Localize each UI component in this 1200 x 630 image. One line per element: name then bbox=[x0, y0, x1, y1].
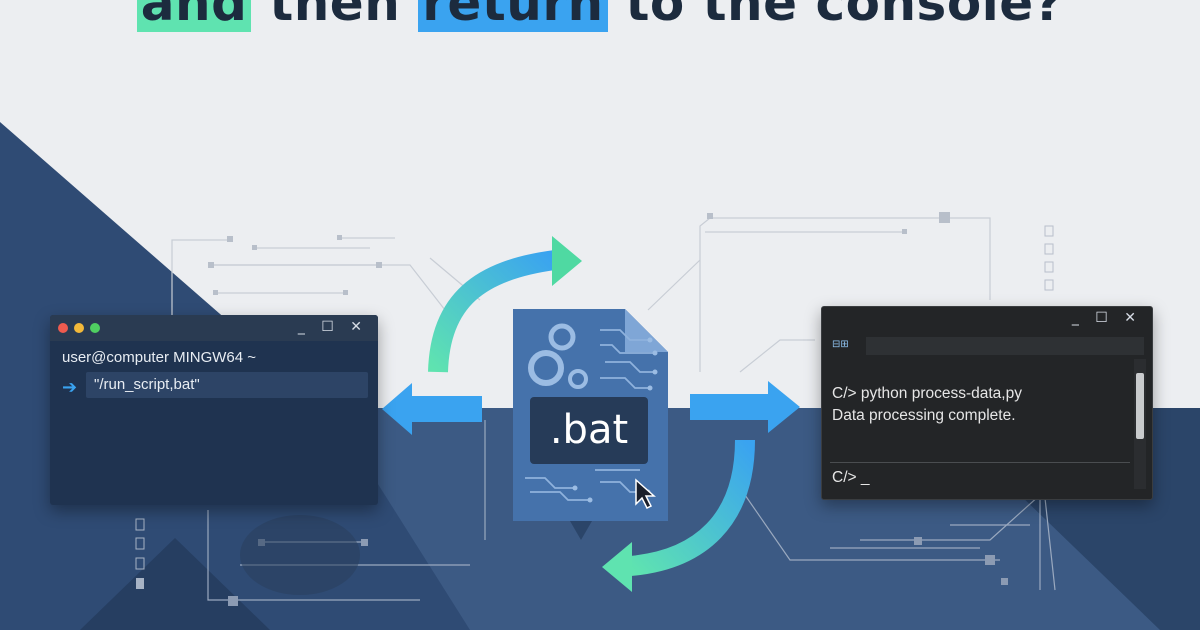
console-prompt[interactable]: C/> _ bbox=[832, 469, 870, 486]
circuit-nodes bbox=[208, 212, 1054, 295]
console-titlebar[interactable]: _ ☐ ✕ bbox=[822, 307, 1152, 331]
bg-blur bbox=[240, 515, 360, 595]
circuit-lines bbox=[171, 217, 991, 373]
mouse-cursor-icon bbox=[635, 478, 656, 510]
console-window[interactable]: _ ☐ ✕ ⊟⊞ C/> python process-data,py Data… bbox=[821, 306, 1153, 500]
console-output-line: Data processing complete. bbox=[832, 407, 1016, 424]
command-input[interactable]: "/run_script,bat" bbox=[86, 372, 368, 398]
console-address-field[interactable] bbox=[866, 337, 1144, 355]
console-divider bbox=[830, 462, 1130, 463]
curved-arrow-up-head bbox=[552, 236, 582, 286]
bat-file-label: .bat bbox=[530, 397, 648, 464]
arrow-right-icon-large bbox=[690, 381, 800, 433]
curved-arrow-down-head bbox=[602, 542, 632, 592]
circuit-nodes-bottom bbox=[135, 518, 1008, 606]
arrow-left-icon bbox=[382, 383, 482, 435]
headline-word-rest: to the console? bbox=[625, 0, 1064, 32]
arrow-right-icon: ➔ bbox=[62, 377, 78, 398]
console-tab-icon[interactable]: ⊟⊞ bbox=[832, 339, 849, 350]
bg-triangle-left bbox=[80, 538, 270, 630]
headline-word-and: and bbox=[136, 0, 252, 32]
command-text: "/run_script,bat" bbox=[94, 376, 200, 393]
git-bash-terminal-window[interactable]: _ ☐ ✕ user@computer MINGW64 ~ ➔ "/run_sc… bbox=[50, 315, 378, 505]
curved-arrow-up-body bbox=[428, 250, 557, 373]
headline-word-return: return bbox=[418, 0, 608, 32]
file-shadow bbox=[570, 521, 592, 540]
headline-word-then: then bbox=[269, 0, 401, 32]
close-dot-icon[interactable] bbox=[58, 323, 68, 333]
console-output-line: C/> python process-data,py bbox=[832, 385, 1022, 402]
minimize-dot-icon[interactable] bbox=[74, 323, 84, 333]
window-controls[interactable]: _ ☐ ✕ bbox=[1071, 310, 1142, 326]
curved-arrow-down-body bbox=[629, 439, 755, 576]
scrollbar-thumb[interactable] bbox=[1136, 373, 1144, 439]
terminal-prompt: user@computer MINGW64 ~ bbox=[62, 349, 257, 366]
window-controls[interactable]: _ ☐ ✕ bbox=[297, 319, 368, 335]
terminal-titlebar[interactable]: _ ☐ ✕ bbox=[50, 315, 378, 341]
console-scrollbar[interactable] bbox=[1134, 359, 1146, 489]
maximize-dot-icon[interactable] bbox=[90, 323, 100, 333]
headline: and then return to the console? bbox=[0, 0, 1200, 32]
console-toolbar: ⊟⊞ bbox=[830, 337, 1144, 355]
